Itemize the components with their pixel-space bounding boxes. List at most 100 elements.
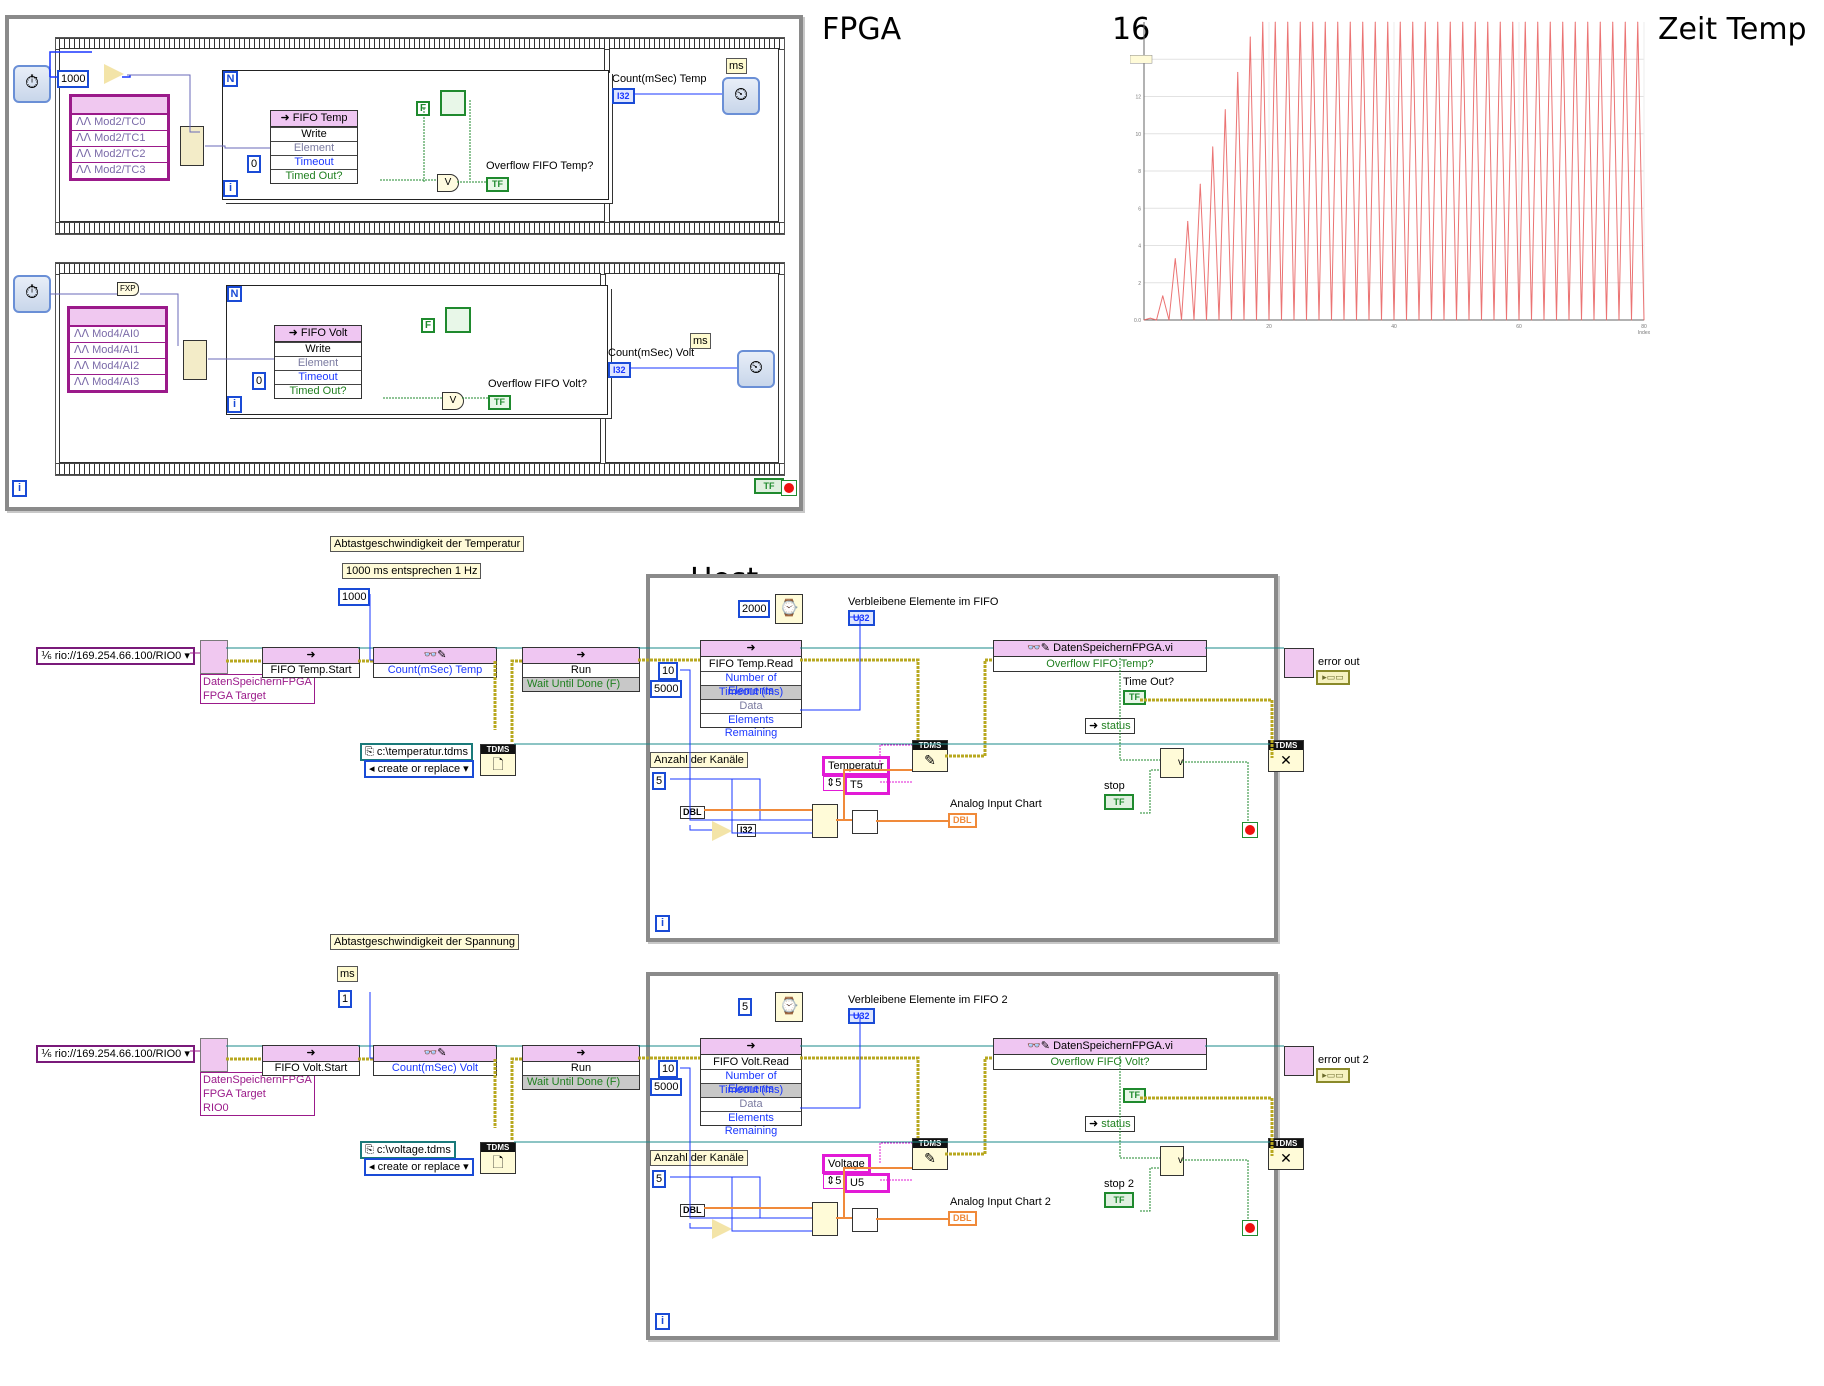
- or-gate-icon: V: [442, 392, 464, 410]
- channels-label: Anzahl der Kanäle: [650, 1150, 748, 1166]
- fpga-volt-io-node: ᐱᐱ Mod4/AI0 ᐱᐱ Mod4/AI1 ᐱᐱ Mod4/AI2 ᐱᐱ M…: [67, 306, 168, 393]
- data-point: [1162, 295, 1164, 297]
- y-tick-label: 12: [1135, 95, 1141, 101]
- resource-name-control[interactable]: ⅙ rio://169.254.66.100/RIO0 ▾: [36, 1045, 195, 1063]
- io-item: ᐱᐱ Mod2/TC1: [72, 130, 167, 146]
- count-temp-indicator[interactable]: I32: [612, 88, 635, 104]
- wait-until-done-row: Wait Until Done (F): [523, 677, 639, 691]
- wait-ms-const[interactable]: 5: [738, 998, 753, 1016]
- data-point: [1312, 21, 1314, 23]
- loop-count-terminal: N: [223, 71, 238, 87]
- data-point: [1512, 21, 1514, 23]
- fpga-divisor-const[interactable]: 1000: [57, 70, 90, 88]
- data-point: [1418, 319, 1420, 321]
- loop-iteration-terminal: i: [655, 1313, 670, 1330]
- to-fxp-icon: FXP: [117, 282, 139, 296]
- loop-condition-terminal[interactable]: [1242, 822, 1258, 838]
- data-point: [1268, 319, 1270, 321]
- overflow-fifo-volt-indicator[interactable]: TF: [488, 395, 511, 410]
- time-out-label: Time Out?: [1123, 676, 1174, 688]
- fifo-timeout-const[interactable]: 0: [247, 155, 262, 173]
- loop-timer-icon: ⏲: [737, 350, 775, 388]
- control-row: Count(mSec) Volt: [391, 1062, 479, 1074]
- data-point: [1368, 319, 1370, 321]
- ms-unit-label: ms: [690, 333, 711, 349]
- error-out-indicator[interactable]: ▸▭▭: [1316, 1068, 1350, 1083]
- fifo-timeout-const[interactable]: 0: [252, 372, 267, 390]
- remaining-indicator[interactable]: U32: [848, 610, 875, 626]
- data-point: [1637, 21, 1639, 23]
- data-point: [1581, 319, 1582, 321]
- data-point: [1256, 319, 1257, 321]
- data-point: [1168, 319, 1170, 321]
- y-tick-label: 4: [1138, 244, 1141, 250]
- error-out-label: error out: [1318, 656, 1360, 668]
- channel-name-control[interactable]: T5: [844, 775, 890, 795]
- remaining-indicator[interactable]: U32: [848, 1008, 875, 1024]
- count-volt-indicator[interactable]: I32: [608, 362, 631, 378]
- fpga-stop-control[interactable]: TF: [754, 478, 784, 494]
- data-point: [1356, 319, 1357, 321]
- data-point: [1181, 319, 1182, 321]
- timeout-const[interactable]: 5000: [650, 680, 683, 698]
- host-wires: [190, 992, 1284, 1232]
- feedback-node-icon: [440, 90, 466, 116]
- loop-count-terminal: N: [227, 286, 242, 302]
- fifo-row-timeout: Timeout: [271, 155, 357, 169]
- data-point: [1537, 21, 1539, 23]
- channels-const[interactable]: 5: [652, 772, 667, 790]
- file-path-const[interactable]: ⎘ c:\voltage.tdms: [360, 1141, 456, 1159]
- data-point: [1293, 319, 1295, 321]
- chart-side-label: Zeit Temp: [1658, 12, 1807, 47]
- wait-ms-const[interactable]: 2000: [738, 600, 771, 618]
- data-point: [1568, 319, 1570, 321]
- data-point: [1437, 21, 1439, 23]
- x-tick-label: 20: [1266, 324, 1272, 330]
- stop-button[interactable]: TF: [1104, 1192, 1134, 1208]
- fifo-temp-write-node: ➜ FIFO Temp Write Element Timeout Timed …: [270, 110, 358, 184]
- data-point: [1143, 319, 1145, 321]
- channel-name-control[interactable]: U5: [844, 1173, 890, 1193]
- open-reference-label-line: RIO0: [203, 1102, 229, 1114]
- rate-const[interactable]: 1000: [338, 588, 371, 606]
- divide-icon: [712, 1219, 732, 1239]
- fpga-loop-condition[interactable]: [781, 480, 797, 496]
- num-elements-const[interactable]: 10: [658, 662, 679, 680]
- y-tick-label: 8: [1138, 169, 1141, 175]
- data-point: [1349, 21, 1351, 23]
- feedback-node-icon: [445, 307, 471, 333]
- timeout-const[interactable]: 5000: [650, 1078, 683, 1096]
- data-point: [1206, 319, 1207, 321]
- data-point: [1174, 258, 1176, 259]
- loop-condition-terminal[interactable]: [1242, 1220, 1258, 1236]
- overflow-fifo-temp-indicator[interactable]: TF: [486, 177, 509, 192]
- stop-button[interactable]: TF: [1104, 794, 1134, 810]
- run-label: Run: [570, 664, 592, 676]
- loop-timer-icon: ⏲: [722, 77, 760, 115]
- channels-const[interactable]: 5: [652, 1170, 667, 1188]
- resource-name-control[interactable]: ⅙ rio://169.254.66.100/RIO0 ▾: [36, 647, 195, 665]
- num-elements-const[interactable]: 10: [658, 1060, 679, 1078]
- data-point: [1531, 319, 1532, 321]
- data-point: [1399, 21, 1401, 23]
- data-point: [1262, 21, 1264, 23]
- false-const[interactable]: F: [416, 101, 431, 116]
- analog-input-chart[interactable]: DBL: [948, 813, 977, 828]
- rate-const[interactable]: 1: [338, 990, 353, 1008]
- analog-input-chart[interactable]: DBL: [948, 1211, 977, 1226]
- file-operation-enum[interactable]: ◂ create or replace ▾: [364, 760, 474, 778]
- data-point: [1199, 183, 1201, 185]
- data-row: Data: [701, 1097, 801, 1111]
- data-point: [1643, 319, 1645, 321]
- x-axis-label: Index: [1638, 330, 1651, 336]
- false-const[interactable]: F: [421, 318, 436, 333]
- data-point: [1224, 109, 1226, 110]
- data-point: [1481, 319, 1482, 321]
- stop-label: stop: [1104, 780, 1125, 792]
- error-out-indicator[interactable]: ▸▭▭: [1316, 670, 1350, 685]
- data-point: [1562, 21, 1564, 23]
- chart-label: Analog Input Chart 2: [950, 1196, 1051, 1208]
- file-operation-enum[interactable]: ◂ create or replace ▾: [364, 1158, 474, 1176]
- tdms-open-icon: TDMS🗋: [480, 744, 516, 776]
- compound-or-icon: v: [1160, 1146, 1184, 1176]
